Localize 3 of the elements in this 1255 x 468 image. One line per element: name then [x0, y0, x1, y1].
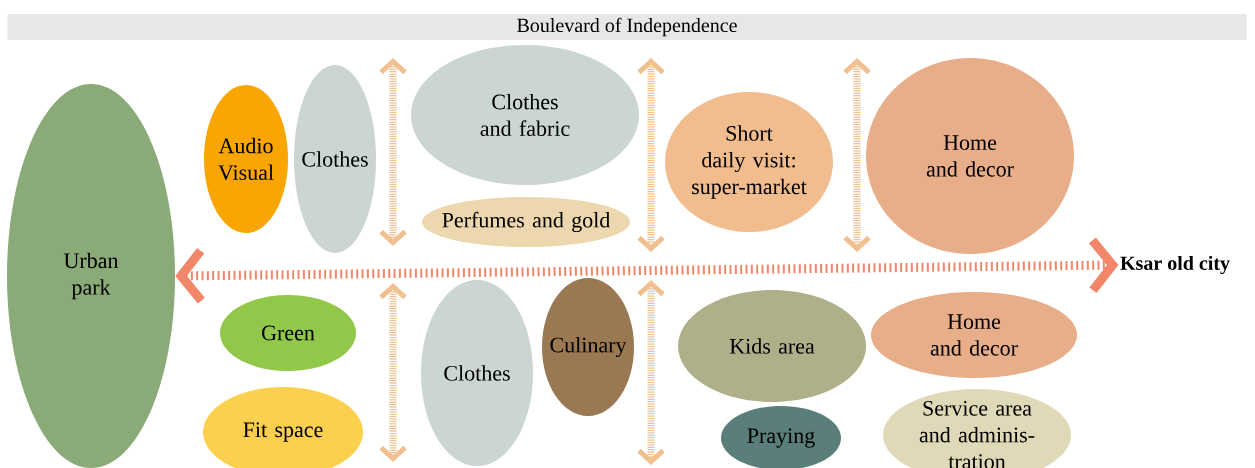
street-band: Boulevard of Independence: [7, 14, 1247, 40]
arrow: [175, 237, 1119, 304]
destination-label: Ksar old city: [1120, 255, 1230, 275]
